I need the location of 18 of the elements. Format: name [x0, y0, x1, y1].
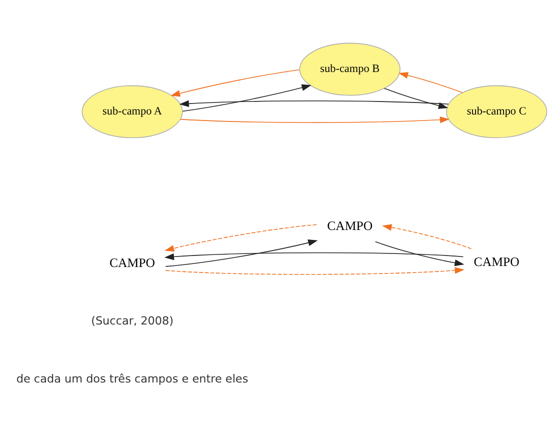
arrow — [398, 72, 463, 94]
node-text: CAMPO — [474, 255, 520, 270]
arrow — [165, 267, 464, 275]
arrow — [374, 241, 464, 266]
node-ellipse: sub-campo C — [446, 85, 548, 138]
node-text: CAMPO — [327, 219, 373, 234]
label: (Succar, 2008) — [91, 314, 174, 328]
label: de cada um dos três campos e entre eles — [16, 372, 248, 386]
node-text: CAMPO — [109, 256, 156, 270]
arrow — [182, 84, 312, 112]
arrow — [170, 69, 300, 97]
arrow — [382, 224, 472, 250]
arrow — [179, 100, 449, 107]
arrow — [164, 252, 464, 260]
arrow — [384, 88, 448, 109]
arrow — [164, 224, 317, 252]
arrow — [180, 116, 450, 124]
arrow — [165, 239, 318, 267]
